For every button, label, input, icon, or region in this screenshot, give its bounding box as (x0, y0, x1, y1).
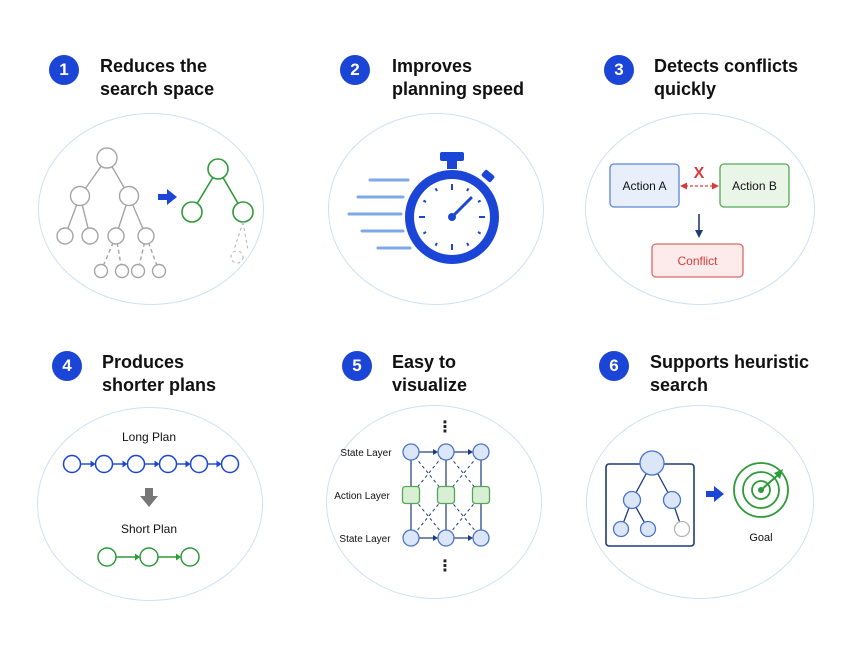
card-2-circle (328, 113, 544, 305)
short-plan-label: Short Plan (121, 522, 177, 536)
card-title-3-line1: Detects conflicts (654, 56, 799, 76)
conflict-box (651, 243, 744, 278)
card-title-6-line2: search (650, 375, 709, 395)
card-title-4-line1: Produces (102, 352, 185, 372)
step-badge-4: 4 (52, 351, 82, 381)
card-6-circle (586, 405, 814, 599)
card-title-1: Reduces the search space (100, 55, 214, 101)
card-title-4: Produces shorter plans (102, 351, 216, 397)
card-title-3: Detects conflicts quickly (654, 55, 798, 101)
card-title-4-line2: shorter plans (102, 375, 217, 395)
dots-bottom: ⋮ (437, 558, 453, 575)
state-layer-top-label: State Layer (340, 448, 392, 459)
arrow-right-icon (706, 486, 724, 502)
card-title-6-line1: Supports heuristic (650, 352, 810, 372)
conflict-label: Conflict (677, 254, 718, 268)
long-plan-label: Long Plan (122, 430, 176, 444)
card-title-1-line1: Reduces the (100, 56, 208, 76)
step-badge-1: 1 (49, 55, 79, 85)
action-a-box (609, 163, 680, 208)
step-badge-6: 6 (599, 351, 629, 381)
state-layer-bottom-label: State Layer (339, 534, 391, 545)
card-title-2: Improves planning speed (392, 55, 524, 101)
arrow-right-icon (158, 189, 177, 205)
card-title-5-line2: visualize (392, 375, 468, 395)
card-title-5-line1: Easy to (392, 352, 457, 372)
card-title-5: Easy to visualize (392, 351, 467, 397)
card-title-6: Supports heuristic search (650, 351, 809, 397)
card-title-3-line2: quickly (654, 79, 717, 99)
target-icon (733, 462, 789, 518)
step-badge-2: 2 (340, 55, 370, 85)
action-a-label: Action A (622, 179, 666, 193)
card-5-circle (326, 405, 542, 599)
action-b-label: Action B (732, 179, 777, 193)
card-title-1-line2: search space (100, 79, 215, 99)
goal-label: Goal (749, 532, 772, 544)
step-badge-5: 5 (342, 351, 372, 381)
arrow-down-icon (140, 488, 158, 507)
dots-top: ⋮ (437, 419, 453, 436)
card-title-2-line2: planning speed (392, 79, 525, 99)
action-b-box (719, 163, 790, 208)
card-title-2-line1: Improves (392, 56, 473, 76)
step-badge-3: 3 (604, 55, 634, 85)
conflict-x-mark: X (694, 165, 705, 182)
action-layer-label: Action Layer (334, 491, 390, 502)
